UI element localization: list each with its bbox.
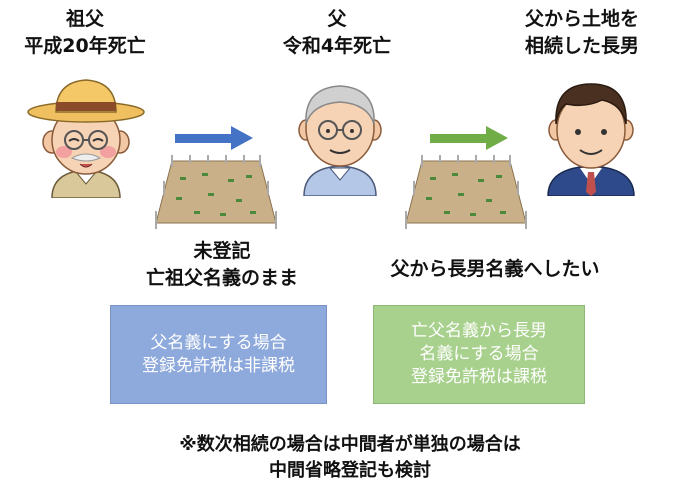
father-label: 父 令和4年死亡 (262, 6, 412, 60)
land-plot-icon (405, 155, 527, 229)
son-desc: 相続した長男 (524, 35, 639, 57)
son-icon (547, 83, 635, 196)
arrow-right-icon (175, 126, 253, 150)
father-icon (298, 85, 382, 196)
caption-left-line1: 未登記 (193, 240, 251, 262)
box-right-line1: 亡父名義から長男 (411, 321, 547, 341)
father-title: 父 (327, 8, 347, 30)
arrow-right-icon (430, 126, 508, 150)
grandfather-label: 祖父 平成20年死亡 (10, 6, 160, 60)
box-right-line2: 名義にする場合 (419, 344, 539, 364)
grandfather-title: 祖父 (65, 8, 104, 30)
footnote-line1: ※数次相続の場合は中間者が単独の場合は (179, 434, 521, 455)
caption-right: 父から長男名義へしたい (350, 256, 640, 283)
caption-right-line1: 父から長男名義へしたい (390, 258, 600, 280)
caption-left-line2: 亡祖父名義のまま (145, 267, 298, 289)
son-label: 父から土地を 相続した長男 (497, 6, 667, 60)
box-left: 父名義にする場合 登録免許税は非課税 (110, 305, 327, 404)
caption-left: 未登記 亡祖父名義のまま (122, 238, 322, 292)
grandfather-icon (27, 79, 145, 198)
footnote-line2: 中間省略登記も検討 (269, 460, 431, 481)
box-left-line2: 登録免許税は非課税 (142, 355, 295, 376)
box-left-line1: 父名義にする場合 (150, 332, 287, 353)
son-title: 父から土地を (524, 8, 639, 30)
footnote: ※数次相続の場合は中間者が単独の場合は 中間省略登記も検討 (0, 432, 700, 484)
box-right-line3: 登録免許税は課税 (411, 367, 547, 387)
father-death: 令和4年死亡 (282, 35, 392, 57)
box-right: 亡父名義から長男 名義にする場合 登録免許税は課税 (373, 305, 585, 404)
grandfather-death: 平成20年死亡 (24, 35, 146, 57)
land-plot-icon (155, 155, 277, 229)
